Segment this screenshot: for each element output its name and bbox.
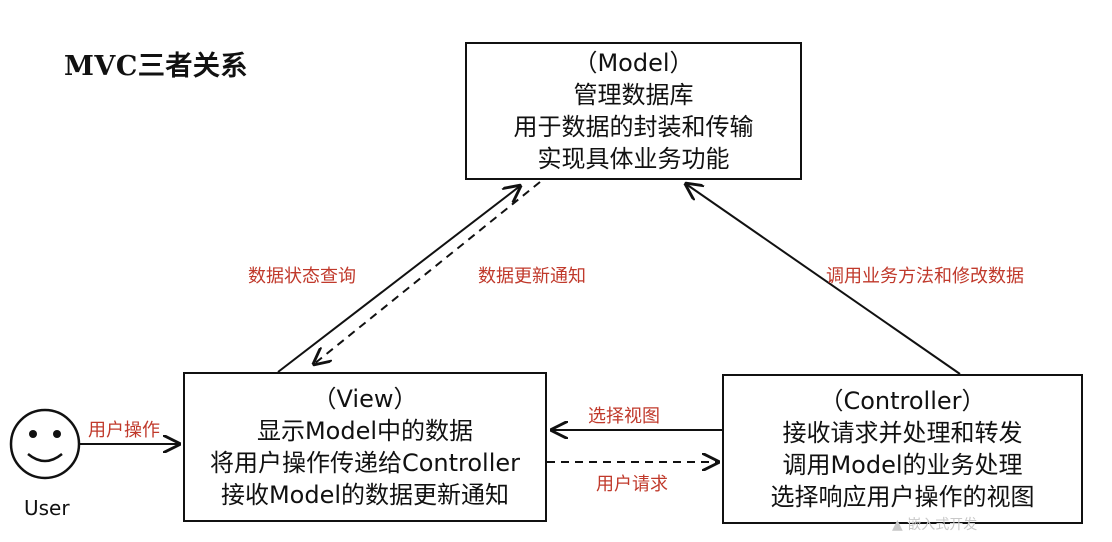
arrow-controller-to-model (686, 184, 961, 375)
controller-heading: （Controller） (819, 387, 986, 415)
watermark: ▲ 嵌入式开发 (892, 517, 978, 533)
model-heading: （Model） (573, 49, 694, 77)
model-line-2: 用于数据的封装和传输 (513, 113, 754, 141)
edge-label-view-to-controller: 用户请求 (596, 474, 668, 495)
controller-box: （Controller） 接收请求并处理和转发 调用Model的业务处理 选择响… (722, 374, 1083, 524)
view-line-2: 将用户操作传递给Controller (209, 449, 521, 477)
view-heading: （View） (312, 385, 418, 413)
edge-label-controller-to-model: 调用业务方法和修改数据 (826, 266, 1024, 287)
model-line-3: 实现具体业务功能 (537, 145, 730, 173)
model-line-1: 管理数据库 (573, 81, 694, 109)
model-box: （Model） 管理数据库 用于数据的封装和传输 实现具体业务功能 (465, 42, 802, 180)
arrow-model-to-view (314, 181, 541, 364)
edge-label-view-to-model: 数据状态查询 (248, 266, 356, 287)
edge-label-controller-to-view: 选择视图 (588, 406, 660, 427)
view-line-3: 接收Model的数据更新通知 (220, 481, 510, 509)
arrow-view-to-model (277, 186, 520, 373)
view-box: （View） 显示Model中的数据 将用户操作传递给Controller 接收… (183, 372, 547, 522)
edge-label-user-to-view: 用户操作 (88, 420, 160, 441)
view-line-1: 显示Model中的数据 (256, 417, 474, 445)
diagram-title: MVC三者关系 (64, 51, 248, 82)
user-caption: User (24, 496, 70, 520)
controller-line-2: 调用Model的业务处理 (782, 451, 1023, 479)
user-smiley-icon (9, 408, 81, 480)
edge-label-model-to-view: 数据更新通知 (478, 266, 586, 287)
controller-line-1: 接收请求并处理和转发 (782, 419, 1023, 447)
controller-line-3: 选择响应用户操作的视图 (770, 483, 1035, 511)
